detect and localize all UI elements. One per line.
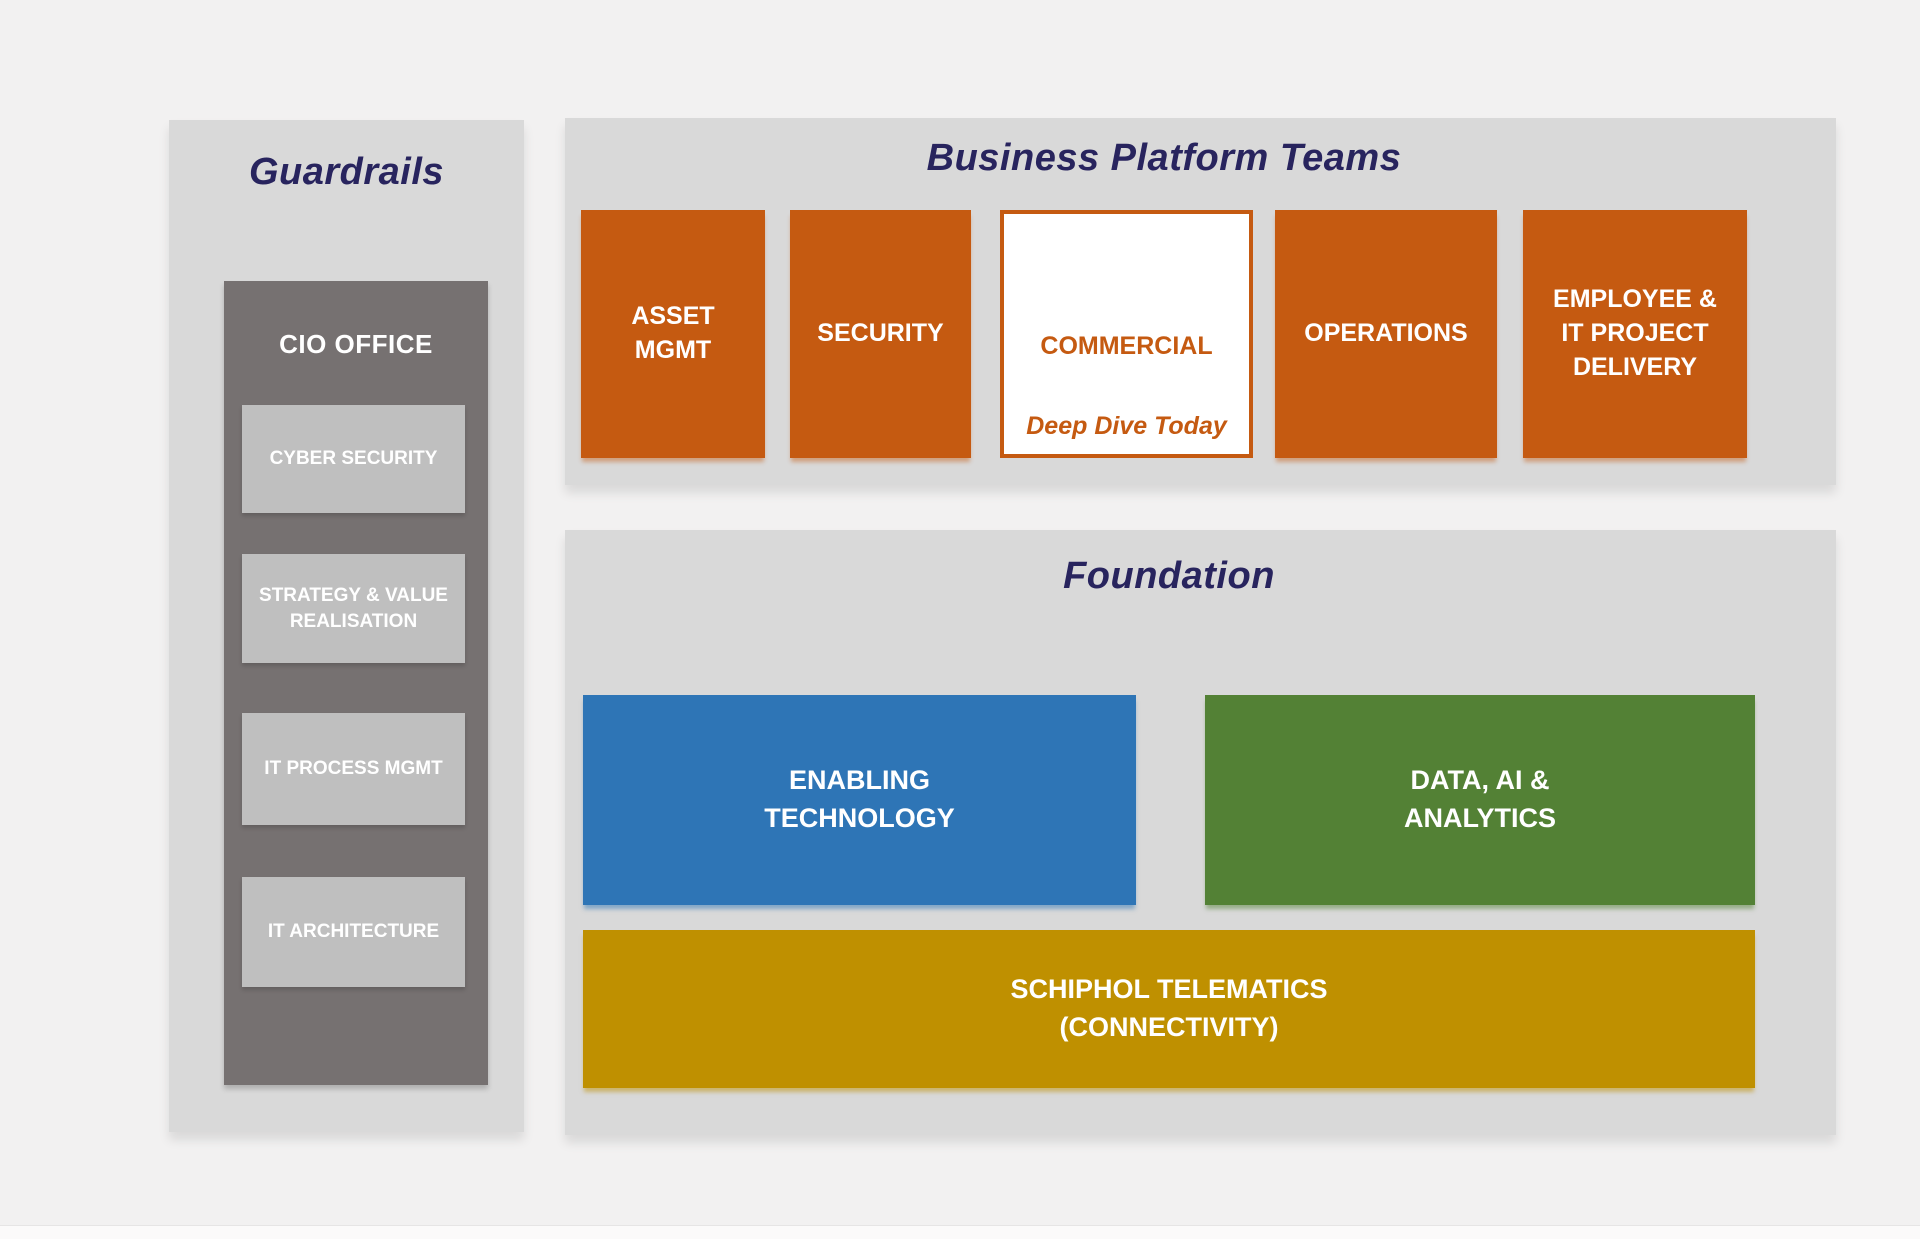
foundation-title: Foundation [1063,555,1275,597]
cio-item-cyber-security: CYBER SECURITY [242,405,465,513]
team-commercial-note: Deep Dive Today [1026,412,1227,440]
team-commercial-highlighted: COMMERCIAL Deep Dive Today [1000,210,1253,458]
cio-office-label: CIO OFFICE [279,329,433,359]
guardrails-panel: Guardrails CIO OFFICE CYBER SECURITY STR… [169,120,524,1132]
foundation-panel: Foundation ENABLING TECHNOLOGY DATA, AI … [565,530,1836,1135]
business-platform-teams-panel: Business Platform Teams ASSET MGMT SECUR… [565,118,1836,485]
cio-item-it-architecture: IT ARCHITECTURE [242,877,465,987]
team-operations: OPERATIONS [1275,210,1497,458]
foundation-block-schiphol-telematics: SCHIPHOL TELEMATICS (CONNECTIVITY) [583,930,1755,1088]
cio-office-column: CIO OFFICE CYBER SECURITY STRATEGY & VAL… [224,281,488,1085]
business-platform-teams-title: Business Platform Teams [926,137,1402,179]
foundation-block-enabling-technology: ENABLING TECHNOLOGY [583,695,1136,905]
cio-item-it-process-mgmt: IT PROCESS MGMT [242,713,465,825]
guardrails-title: Guardrails [248,151,445,193]
cio-item-strategy-value-realisation: STRATEGY & VALUE REALISATION [242,554,465,663]
window-bottom-edge [0,1225,1920,1239]
team-employee-it-project-delivery: EMPLOYEE & IT PROJECT DELIVERY [1523,210,1747,458]
foundation-block-data-ai-analytics: DATA, AI & ANALYTICS [1205,695,1755,905]
team-asset-mgmt: ASSET MGMT [581,210,765,458]
team-security: SECURITY [790,210,971,458]
team-commercial-label: COMMERCIAL [1040,332,1213,360]
